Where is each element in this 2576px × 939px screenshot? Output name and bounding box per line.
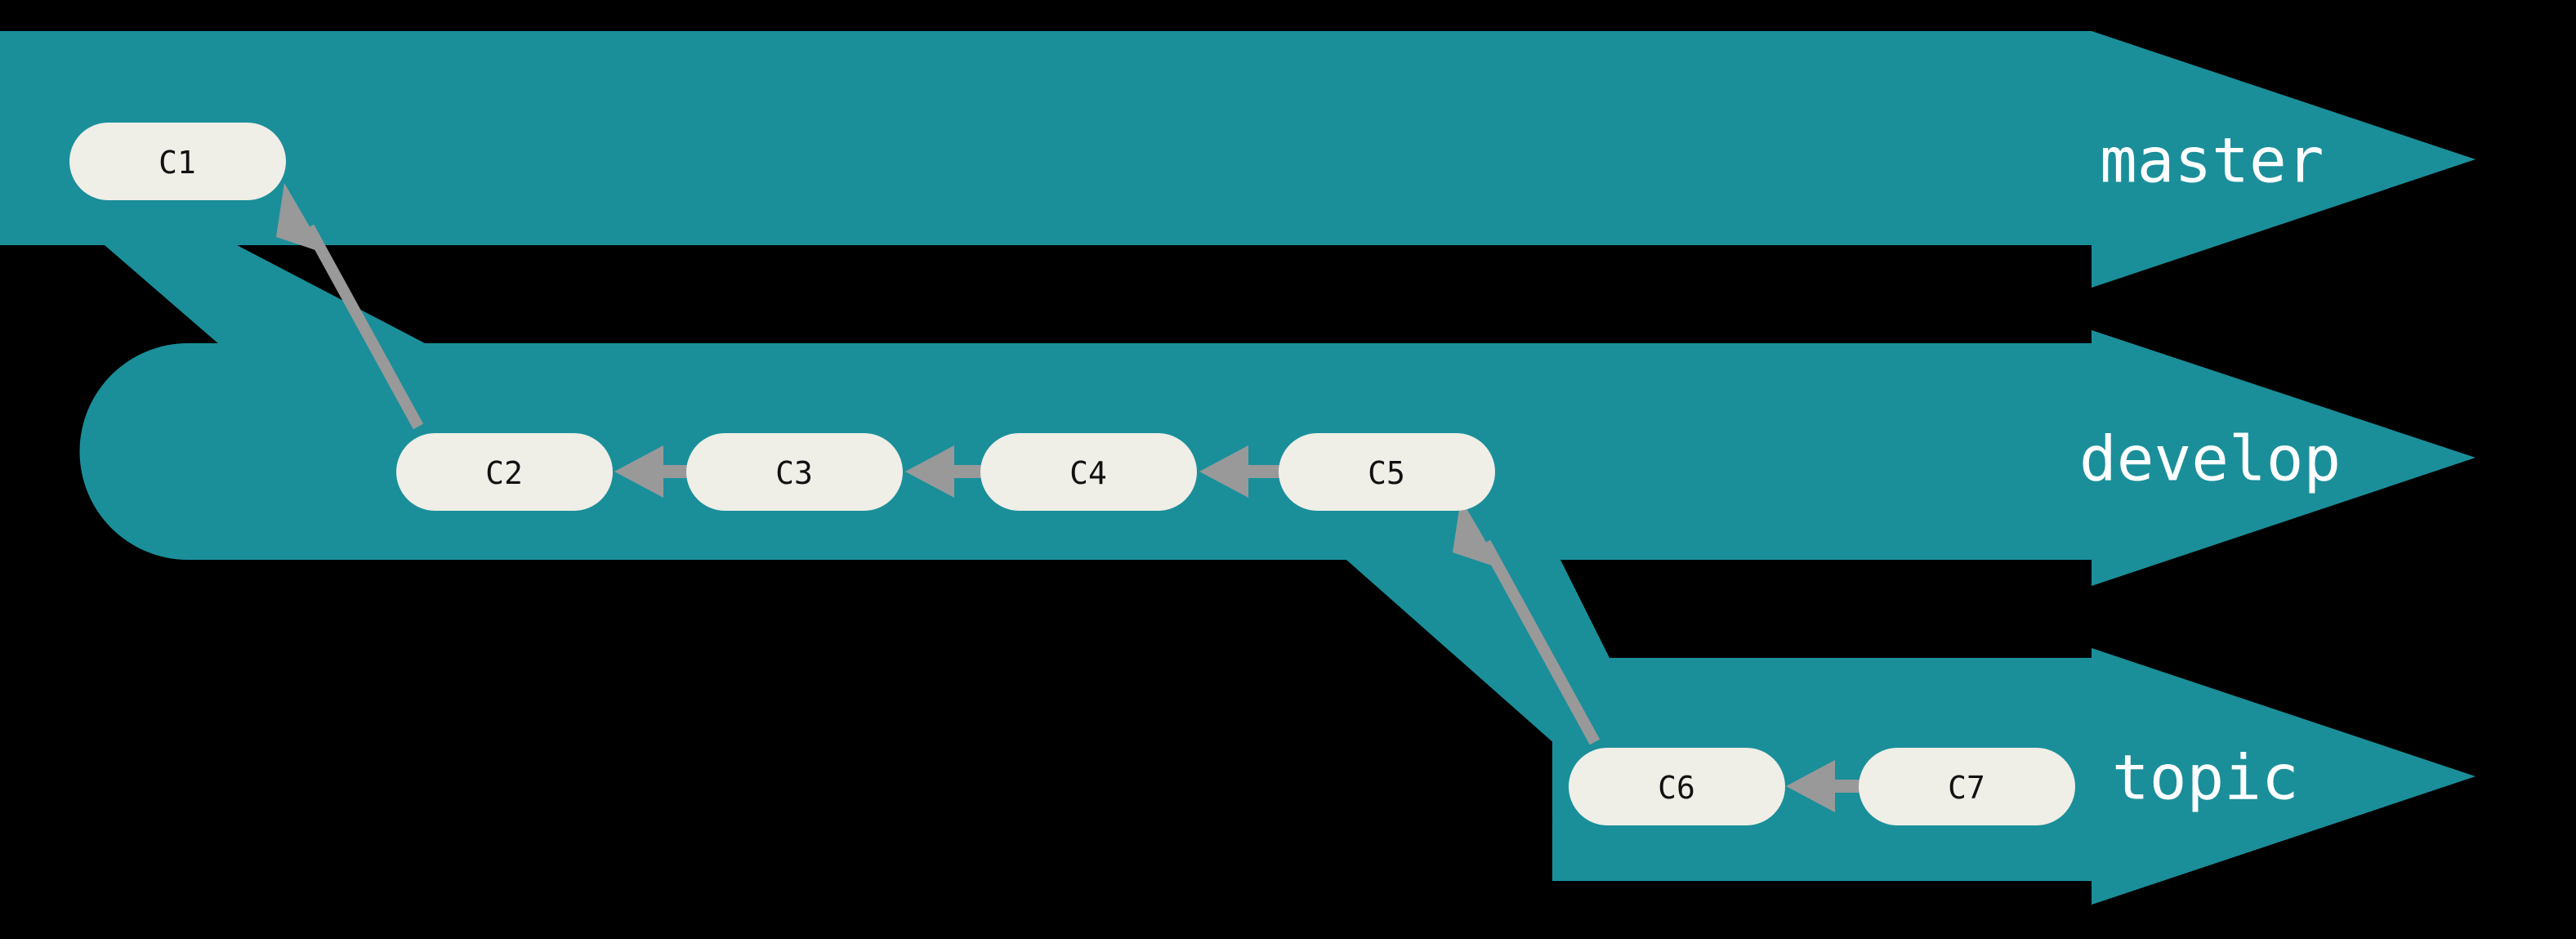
edge-c5-c4-arrowhead bbox=[1199, 445, 1248, 498]
branch-label-topic: topic bbox=[2112, 741, 2299, 814]
commit-label-c3: C3 bbox=[775, 455, 813, 491]
edge-c7-c6 bbox=[1786, 760, 1863, 812]
commit-label-c1: C1 bbox=[158, 145, 196, 181]
commit-label-c2: C2 bbox=[485, 455, 523, 491]
commit-box-c3[interactable] bbox=[686, 433, 903, 511]
commit-node-c7[interactable]: C7 bbox=[1859, 748, 2075, 825]
edge-c3-c2-arrowhead bbox=[614, 445, 663, 498]
commit-node-c2[interactable]: C2 bbox=[396, 433, 613, 511]
notch-develop-topic bbox=[1560, 560, 2092, 658]
branch-label-develop: develop bbox=[2079, 423, 2341, 495]
edge-c6-c5 bbox=[1453, 499, 1601, 745]
edge-c7-c6-arrowhead bbox=[1786, 760, 1835, 812]
arrowhead-develop bbox=[2092, 330, 2476, 586]
edge-c3-c2 bbox=[614, 445, 690, 498]
edge-c2-c1-arrowhead bbox=[276, 183, 325, 253]
edge-c6-c5-line bbox=[1480, 539, 1601, 745]
commit-label-c7: C7 bbox=[1948, 770, 1985, 806]
notch-master-develop bbox=[237, 245, 2092, 343]
commit-node-c5[interactable]: C5 bbox=[1279, 433, 1495, 511]
commit-box-c7[interactable] bbox=[1859, 748, 2075, 825]
commit-box-c6[interactable] bbox=[1569, 748, 1785, 825]
arrowhead-master bbox=[2092, 31, 2476, 288]
lane-develop-bottom-fillet bbox=[196, 490, 343, 560]
commit-label-c6: C6 bbox=[1658, 770, 1695, 806]
commit-box-c5[interactable] bbox=[1279, 433, 1495, 511]
edge-c4-c3-arrowhead bbox=[905, 445, 954, 498]
commit-node-c1[interactable]: C1 bbox=[69, 123, 286, 200]
commit-box-c1[interactable] bbox=[69, 123, 286, 200]
branch-label-master: master bbox=[2100, 124, 2324, 197]
commit-node-c4[interactable]: C4 bbox=[980, 433, 1197, 511]
lane-master bbox=[0, 31, 2092, 245]
branch-arrowhead-group bbox=[2092, 31, 2476, 905]
lane-topic-corner-round bbox=[1552, 813, 1622, 881]
edge-group bbox=[276, 183, 1863, 812]
commit-node-c6[interactable]: C6 bbox=[1569, 748, 1785, 825]
edge-c2-c1 bbox=[276, 183, 424, 430]
edge-c6-c5-arrowhead bbox=[1453, 499, 1502, 569]
commit-label-c5: C5 bbox=[1368, 455, 1405, 491]
commit-box-c4[interactable] bbox=[980, 433, 1197, 511]
commit-label-c4: C4 bbox=[1069, 455, 1107, 491]
lane-develop-corner-round bbox=[196, 490, 270, 561]
edge-c4-c3 bbox=[905, 445, 984, 498]
arrowhead-topic bbox=[2092, 648, 2476, 905]
edge-c2-c1-line bbox=[303, 224, 424, 430]
commit-group: C1 C2 C3 C4 C5 C6 bbox=[69, 123, 2075, 825]
lane-topic-bottom-fillet bbox=[1552, 809, 1708, 881]
commit-box-c2[interactable] bbox=[396, 433, 613, 511]
commit-node-c3[interactable]: C3 bbox=[686, 433, 903, 511]
edge-c5-c4 bbox=[1199, 445, 1283, 498]
branch-label-group: master develop topic bbox=[2079, 124, 2341, 814]
